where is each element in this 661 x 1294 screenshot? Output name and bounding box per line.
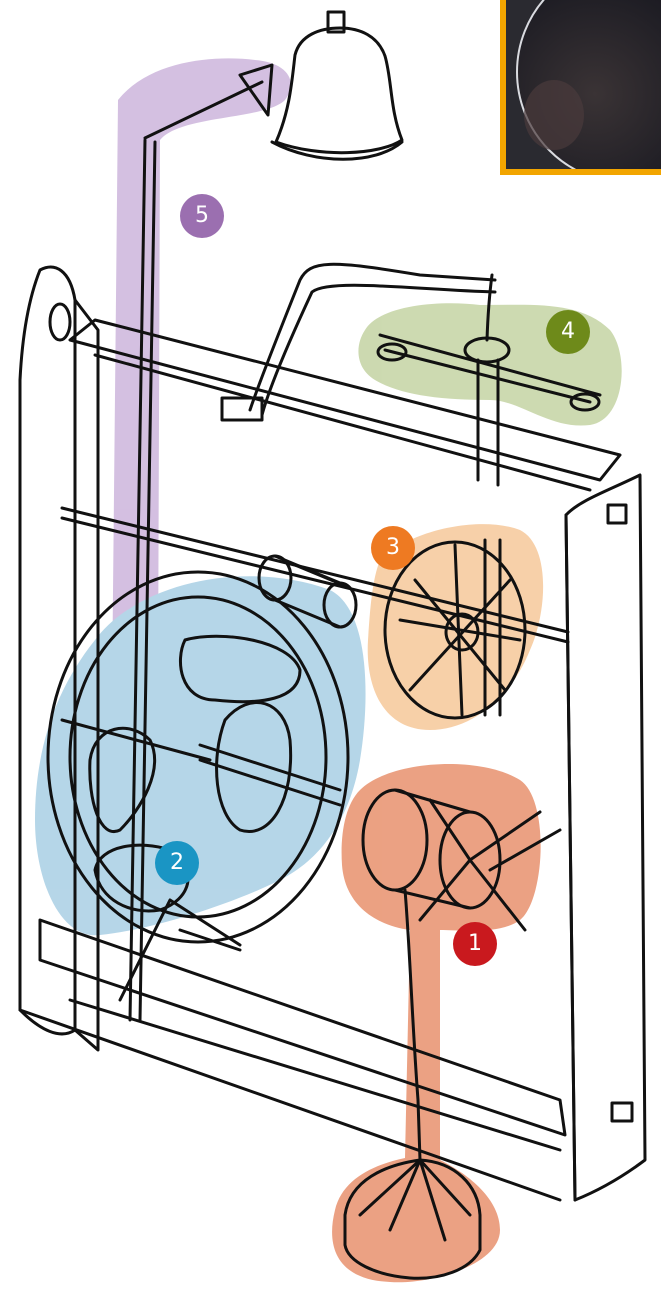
frame-pivot-hole xyxy=(50,304,70,340)
marker-2: 2 xyxy=(155,841,199,885)
bell xyxy=(276,28,402,153)
frame-right-post xyxy=(566,475,645,1200)
right-post-peg-top xyxy=(608,505,626,523)
marker-3: 3 xyxy=(371,526,415,570)
bell-lip xyxy=(272,142,402,159)
highlight-layer xyxy=(35,58,622,1282)
marker-4: 4 xyxy=(546,310,590,354)
marker-5: 5 xyxy=(180,194,224,238)
bracket-plate xyxy=(222,398,262,420)
inset-reflection xyxy=(524,80,584,150)
right-post-peg-bottom xyxy=(612,1103,632,1121)
great-wheel-highlight xyxy=(35,576,366,935)
frame-right-post-inner xyxy=(566,515,575,1200)
marker-1: 1 xyxy=(453,922,497,966)
inset-photo xyxy=(500,0,661,175)
